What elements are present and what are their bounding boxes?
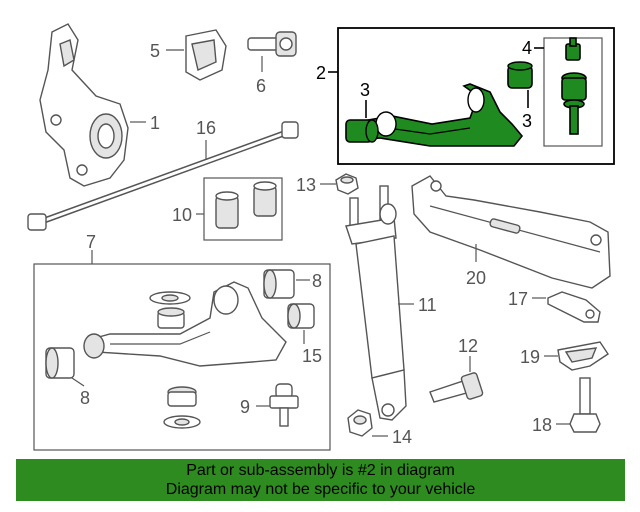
part-2-box <box>337 27 615 165</box>
part-6-bolt[interactable] <box>247 31 297 57</box>
part-8-bushing-left[interactable] <box>45 347 75 379</box>
part-5-shield[interactable] <box>185 29 227 81</box>
part-10-bushings[interactable] <box>215 181 277 229</box>
part-3-bushing-left[interactable] <box>345 119 379 143</box>
callout-14: 14 <box>392 427 412 447</box>
callout-7: 7 <box>86 232 96 252</box>
part-11-shock-absorber[interactable] <box>345 185 407 421</box>
callout-17: 17 <box>508 289 528 309</box>
part-4-ball-joint[interactable] <box>561 37 587 135</box>
washer-bottom <box>163 415 201 429</box>
callout-16: 16 <box>196 118 216 138</box>
callout-11: 11 <box>418 295 437 315</box>
part-10-box <box>203 177 283 241</box>
part-2-upper-control-arm[interactable] <box>355 83 524 147</box>
diagram-notice-banner: Part or sub-assembly is #2 in diagram Di… <box>16 459 625 501</box>
bumper-top <box>157 307 185 329</box>
callout-12: 12 <box>458 336 478 356</box>
part-14-nut[interactable] <box>347 409 373 437</box>
part-7-lower-control-arm[interactable] <box>83 281 287 367</box>
part-15-bushing[interactable] <box>287 303 315 329</box>
part-12-bolt[interactable] <box>429 372 484 403</box>
part-8-bushing-right[interactable] <box>263 269 295 299</box>
callout-5: 5 <box>150 41 160 61</box>
callout-3b: 3 <box>522 111 532 131</box>
callout-3a: 3 <box>360 80 370 100</box>
part-9-ball-joint[interactable] <box>269 383 299 427</box>
callout-20: 20 <box>466 268 486 288</box>
part-20-crossmember[interactable] <box>411 175 611 289</box>
callout-19: 19 <box>520 347 540 367</box>
callout-13: 13 <box>296 175 316 195</box>
callout-6: 6 <box>256 76 266 96</box>
callout-9: 9 <box>240 397 250 417</box>
callout-10: 10 <box>172 205 192 225</box>
callout-18: 18 <box>532 415 552 435</box>
notice-line-2: Diagram may not be specific to your vehi… <box>165 481 476 498</box>
part-16-stabilizer-bar[interactable] <box>27 121 299 231</box>
part-1-steering-knuckle[interactable] <box>39 23 129 187</box>
part-7-box <box>33 263 331 451</box>
part-19-bracket[interactable] <box>557 341 609 371</box>
callout-1: 1 <box>150 113 160 133</box>
callout-15: 15 <box>302 346 322 366</box>
notice-line-1: Part or sub-assembly is #2 in diagram <box>186 462 455 479</box>
part-3-bushing-right[interactable] <box>507 61 533 89</box>
part-18-bolt[interactable] <box>569 377 601 433</box>
part-13-nut[interactable] <box>335 173 359 195</box>
washer-top <box>149 291 191 305</box>
leader-8a <box>71 377 85 387</box>
callout-4: 4 <box>522 38 532 58</box>
bumper-bottom <box>167 386 197 407</box>
callout-8a: 8 <box>80 388 90 408</box>
callout-8b: 8 <box>312 271 322 291</box>
part-17-bracket[interactable] <box>547 291 601 323</box>
callout-2: 2 <box>316 63 326 83</box>
